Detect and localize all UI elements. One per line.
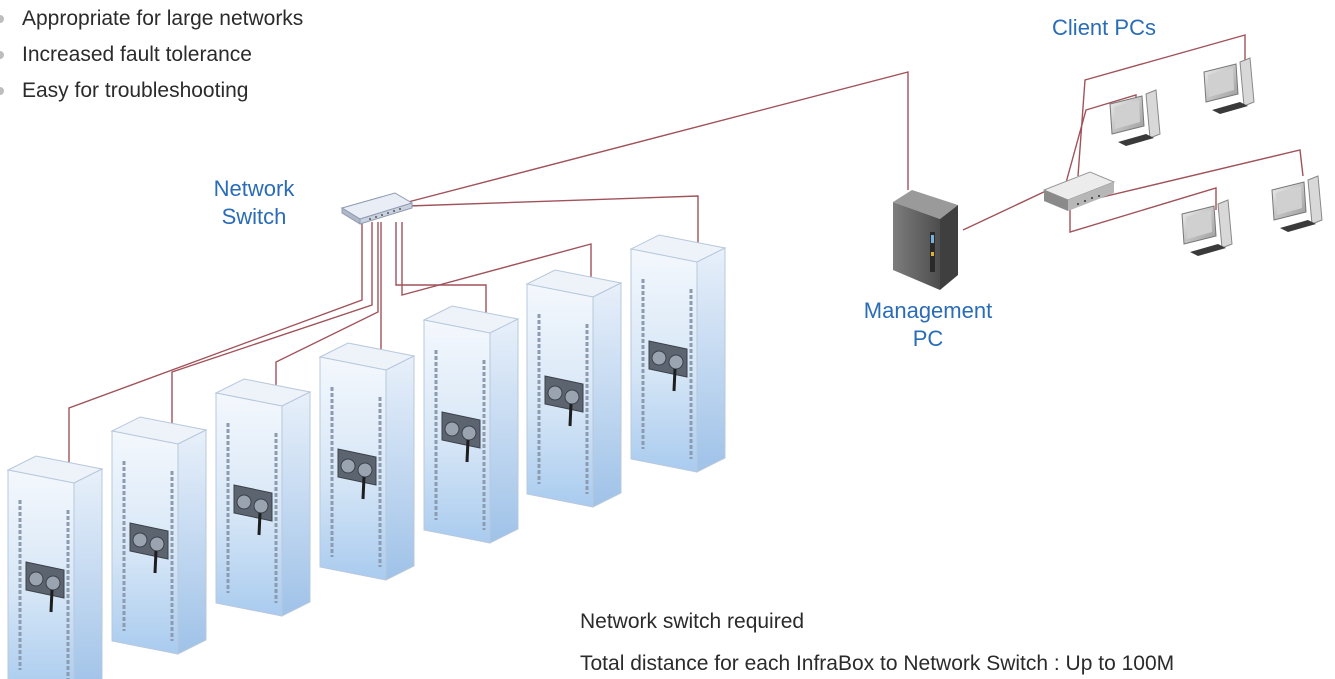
client-cables (962, 34, 1304, 233)
feature-item: Appropriate for large networks (0, 6, 303, 42)
cable-rack-5 (395, 222, 487, 320)
rack-cabinet (214, 378, 312, 617)
client-pc-group (1109, 57, 1323, 256)
feature-list: Appropriate for large networks Increased… (0, 6, 303, 114)
client-pcs-label-text: Client PCs (1052, 15, 1156, 40)
feature-text: Increased fault tolerance (22, 43, 252, 66)
client-pc (1181, 199, 1233, 256)
bullet-icon (0, 87, 4, 95)
cable-rack-7 (407, 195, 699, 262)
cable-switch-to-management (407, 71, 909, 203)
rack-cabinet (110, 416, 208, 655)
bullet-icon (0, 15, 4, 23)
network-switch (340, 192, 414, 225)
rack-cables (68, 71, 909, 480)
client-pc (1109, 89, 1161, 146)
network-switch-label: Network Switch (196, 175, 312, 231)
rack-cabinet (422, 305, 520, 544)
management-pc-label-line1: Management (863, 298, 993, 323)
management-pc-tower (893, 190, 958, 290)
client-pcs-label: Client PCs (1040, 14, 1168, 42)
management-pc-label: Management PC (848, 297, 1008, 353)
management-pc-label-line2: PC (912, 326, 944, 351)
network-switch-label-line2: Switch (221, 204, 287, 229)
distance-note: Total distance for each InfraBox to Netw… (580, 652, 1175, 675)
feature-item: Easy for troubleshooting (0, 78, 303, 114)
cable-rack-6 (401, 222, 592, 296)
rack-cabinet (6, 455, 104, 679)
switch-required-note: Network switch required (580, 610, 805, 633)
rack-cabinet (525, 269, 623, 508)
bullet-icon (0, 51, 4, 59)
client-switch (1042, 171, 1116, 211)
feature-text: Appropriate for large networks (22, 7, 304, 30)
rack-cabinet (629, 234, 727, 473)
cable-rack-2 (171, 222, 373, 442)
client-pc (1271, 175, 1323, 232)
client-pc (1203, 57, 1255, 114)
cable-rack-1 (68, 222, 363, 480)
rack-cabinet (318, 342, 416, 581)
feature-text: Easy for troubleshooting (22, 79, 249, 102)
feature-item: Increased fault tolerance (0, 42, 303, 78)
network-switch-label-line1: Network (213, 176, 295, 201)
rack-group (6, 234, 727, 679)
cable-rack-3 (275, 222, 379, 402)
